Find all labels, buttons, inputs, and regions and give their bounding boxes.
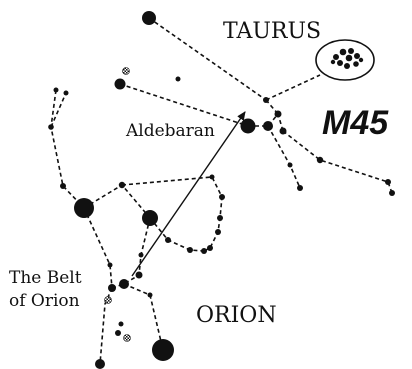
belt-label-line1: The Belt bbox=[9, 268, 82, 288]
aldebaran-label: Aldebaran bbox=[125, 121, 215, 141]
belt-label-line2: of Orion bbox=[9, 291, 80, 311]
taurus-label: TAURUS bbox=[223, 19, 321, 44]
m45-label: M45 bbox=[322, 104, 389, 142]
orion-label: ORION bbox=[196, 303, 277, 328]
pleiades-cluster bbox=[316, 40, 374, 80]
